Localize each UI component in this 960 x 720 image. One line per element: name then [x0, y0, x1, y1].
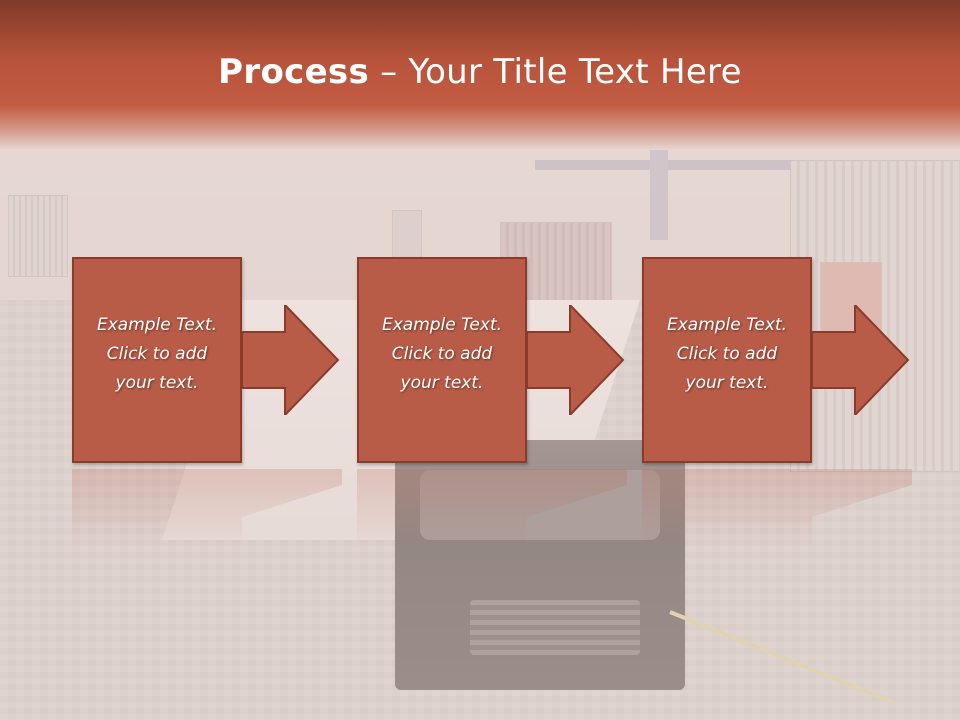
slide-title-rest: – Your Title Text Here [369, 52, 742, 92]
background-crane-leg [650, 150, 668, 240]
process-step-box[interactable] [357, 257, 527, 463]
process-step-1[interactable]: Example Text. Click to add your text. [72, 257, 342, 549]
process-step-3[interactable]: Example Text. Click to add your text. [642, 257, 912, 549]
background-crane [535, 160, 855, 170]
background-truck-grille [470, 600, 640, 655]
process-step-text[interactable]: Example Text. Click to add your text. [666, 315, 788, 393]
slide-title-bold: Process [218, 52, 370, 92]
background-truck-windshield [420, 470, 660, 540]
slide-title[interactable]: Process – Your Title Text Here [0, 52, 960, 92]
process-step-box[interactable] [642, 257, 812, 463]
process-step-2[interactable]: Example Text. Click to add your text. [357, 257, 627, 549]
process-step-text[interactable]: Example Text. Click to add your text. [381, 315, 503, 393]
right-arrow-icon [812, 305, 910, 415]
title-band [0, 0, 960, 150]
background-tower [8, 195, 68, 277]
process-step-box[interactable] [72, 257, 242, 463]
process-step-text[interactable]: Example Text. Click to add your text. [96, 315, 218, 393]
right-arrow-icon [242, 305, 340, 415]
right-arrow-icon [527, 305, 625, 415]
